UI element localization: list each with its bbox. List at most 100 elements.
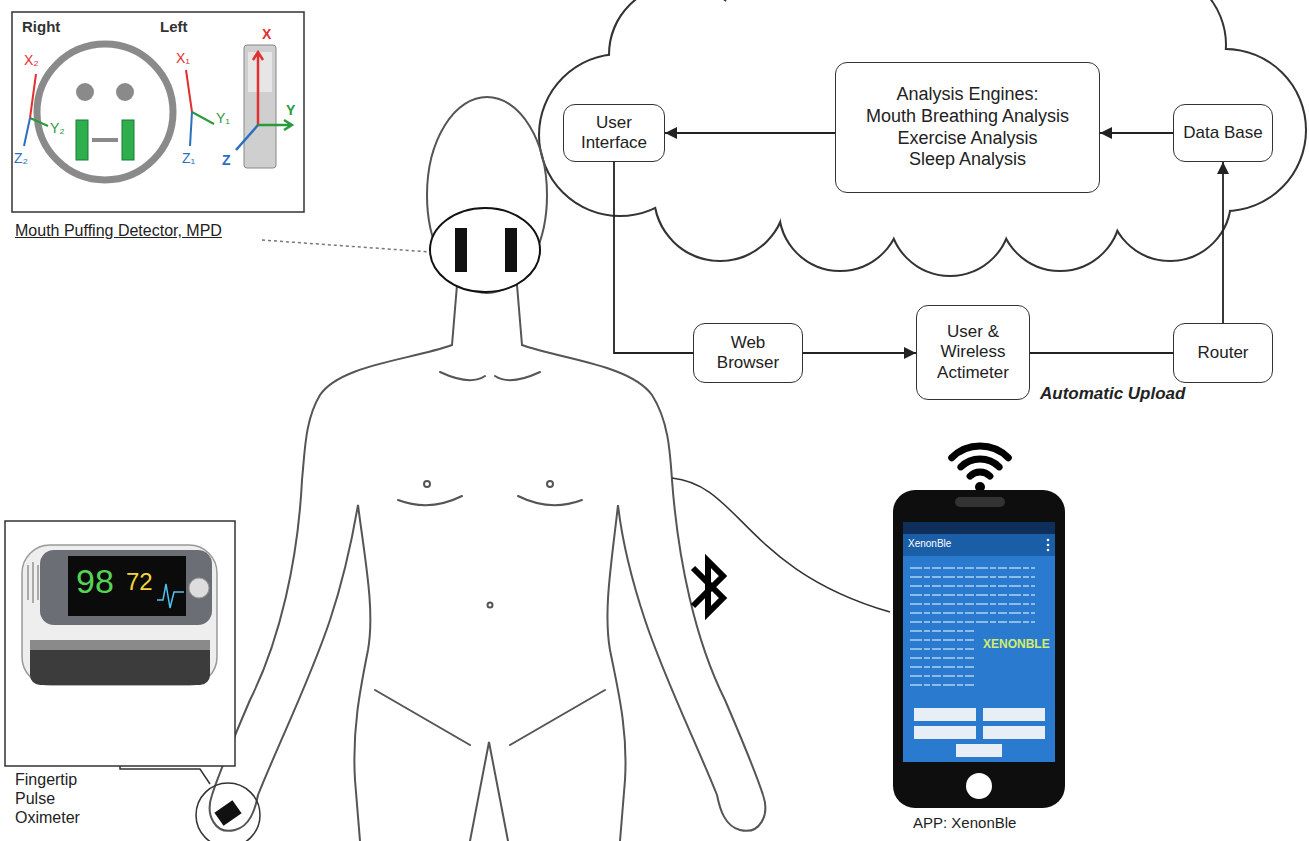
wireless-link-line bbox=[672, 478, 890, 612]
wifi-arc bbox=[961, 459, 999, 467]
connector-line bbox=[665, 132, 835, 134]
connector-line bbox=[803, 352, 916, 354]
app-logo: XENONBLE bbox=[983, 638, 1050, 652]
wifi-arc bbox=[952, 446, 1009, 458]
hip-lines bbox=[375, 690, 605, 745]
database-box: Data Base bbox=[1173, 104, 1273, 162]
sensor-patch bbox=[122, 120, 134, 160]
box-text: Exercise Analysis bbox=[897, 128, 1037, 150]
oximeter-icon bbox=[214, 800, 241, 826]
app-name: APP: XenonBle bbox=[913, 814, 1016, 831]
connector-line bbox=[614, 162, 693, 353]
flow-note: Automatic Upload bbox=[1040, 384, 1185, 404]
axis-label: X bbox=[262, 26, 271, 42]
phone-home-button bbox=[966, 773, 992, 799]
y-axis bbox=[192, 112, 214, 124]
menu-dot bbox=[1047, 549, 1050, 552]
chest-mark bbox=[547, 481, 553, 487]
phone-screen bbox=[903, 522, 1055, 762]
view-label: Left bbox=[160, 18, 188, 35]
part-name: Fingertip Pulse Oximeter bbox=[15, 770, 115, 828]
phone-title-bar bbox=[903, 534, 1055, 556]
legs-outline bbox=[470, 742, 508, 841]
cloud-outline bbox=[540, 0, 1305, 275]
oximeter-clip-edge bbox=[30, 640, 210, 650]
y-axis bbox=[30, 118, 48, 126]
face-mouth bbox=[92, 138, 118, 142]
head-outline bbox=[427, 97, 547, 293]
sensor-callout-circle bbox=[430, 208, 540, 292]
oximeter-clip bbox=[30, 640, 210, 685]
oximeter-body bbox=[22, 545, 217, 685]
callout-circle bbox=[196, 783, 260, 841]
oximeter-vents bbox=[28, 562, 38, 603]
axis-label: X₁ bbox=[176, 50, 190, 66]
sensor-patch bbox=[505, 228, 517, 272]
box-text: Data Base bbox=[1183, 123, 1262, 143]
z-axis bbox=[24, 118, 30, 146]
collar-lines bbox=[440, 372, 540, 380]
z-axis bbox=[190, 112, 192, 146]
box-text: User & Wireless Actimeter bbox=[925, 322, 1021, 383]
sensor-device bbox=[244, 45, 276, 168]
actimeter-box: User & Wireless Actimeter bbox=[916, 305, 1030, 400]
face-eye bbox=[76, 83, 94, 101]
inset-frame bbox=[5, 521, 235, 766]
cloud-fill bbox=[540, 0, 1305, 275]
axes-left bbox=[186, 70, 214, 146]
sensor-patch bbox=[76, 120, 88, 160]
connector-line bbox=[1030, 352, 1173, 354]
engine-box: Analysis Engines:Mouth Breathing Analysi… bbox=[835, 62, 1100, 193]
display-reading: 72 bbox=[126, 568, 153, 596]
box-text: Analysis Engines: bbox=[896, 84, 1038, 106]
chest-mark bbox=[424, 481, 430, 487]
axis-label: Z₁ bbox=[182, 150, 195, 166]
navel-mark bbox=[488, 603, 493, 608]
phone-status-bar bbox=[903, 522, 1055, 534]
box-text: User Interface bbox=[572, 113, 656, 154]
phone-body bbox=[893, 490, 1065, 808]
axes-device bbox=[236, 52, 292, 150]
y-axis bbox=[258, 120, 292, 130]
face-outline bbox=[37, 44, 173, 180]
oximeter-display bbox=[68, 556, 186, 616]
axis-label: Z₂ bbox=[14, 150, 28, 166]
box-text: Sleep Analysis bbox=[909, 149, 1026, 171]
x-axis bbox=[253, 52, 263, 125]
interface-box: User Interface bbox=[563, 104, 665, 162]
phone-button bbox=[914, 726, 976, 739]
sensor-device-label bbox=[248, 52, 272, 92]
phone-log-lines bbox=[910, 568, 1035, 685]
wifi-symbol bbox=[952, 446, 1009, 476]
router-box: Router bbox=[1173, 323, 1273, 383]
wifi-arc bbox=[970, 472, 990, 476]
pulse-wave bbox=[157, 584, 184, 608]
axis-label: Y bbox=[286, 102, 295, 118]
phone-button bbox=[914, 708, 976, 721]
x-axis bbox=[186, 70, 192, 112]
phone-button bbox=[956, 744, 1002, 757]
display-reading: 98 bbox=[76, 562, 114, 601]
inset-frame bbox=[12, 12, 304, 212]
axis-label: Y₂ bbox=[50, 120, 65, 136]
neck-outline bbox=[452, 285, 522, 345]
connector-line bbox=[1100, 132, 1173, 134]
oximeter-button bbox=[189, 578, 209, 598]
box-text: Router bbox=[1197, 343, 1248, 363]
menu-dot bbox=[1047, 544, 1050, 547]
menu-dot bbox=[1047, 539, 1050, 542]
part-name: Mouth Puffing Detector, MPD bbox=[15, 222, 222, 240]
axis-label: X₂ bbox=[24, 52, 39, 68]
phone-button bbox=[983, 708, 1045, 721]
box-text: Mouth Breathing Analysis bbox=[866, 106, 1069, 128]
axis-label: Y₁ bbox=[216, 110, 230, 126]
sensor-patch bbox=[455, 228, 467, 272]
chest-lines bbox=[398, 496, 582, 505]
view-label: Right bbox=[22, 18, 60, 35]
phone-button bbox=[983, 726, 1045, 739]
box-text: Web Browser bbox=[702, 333, 794, 374]
phone-notch bbox=[955, 497, 1005, 507]
leader-line bbox=[120, 766, 210, 784]
